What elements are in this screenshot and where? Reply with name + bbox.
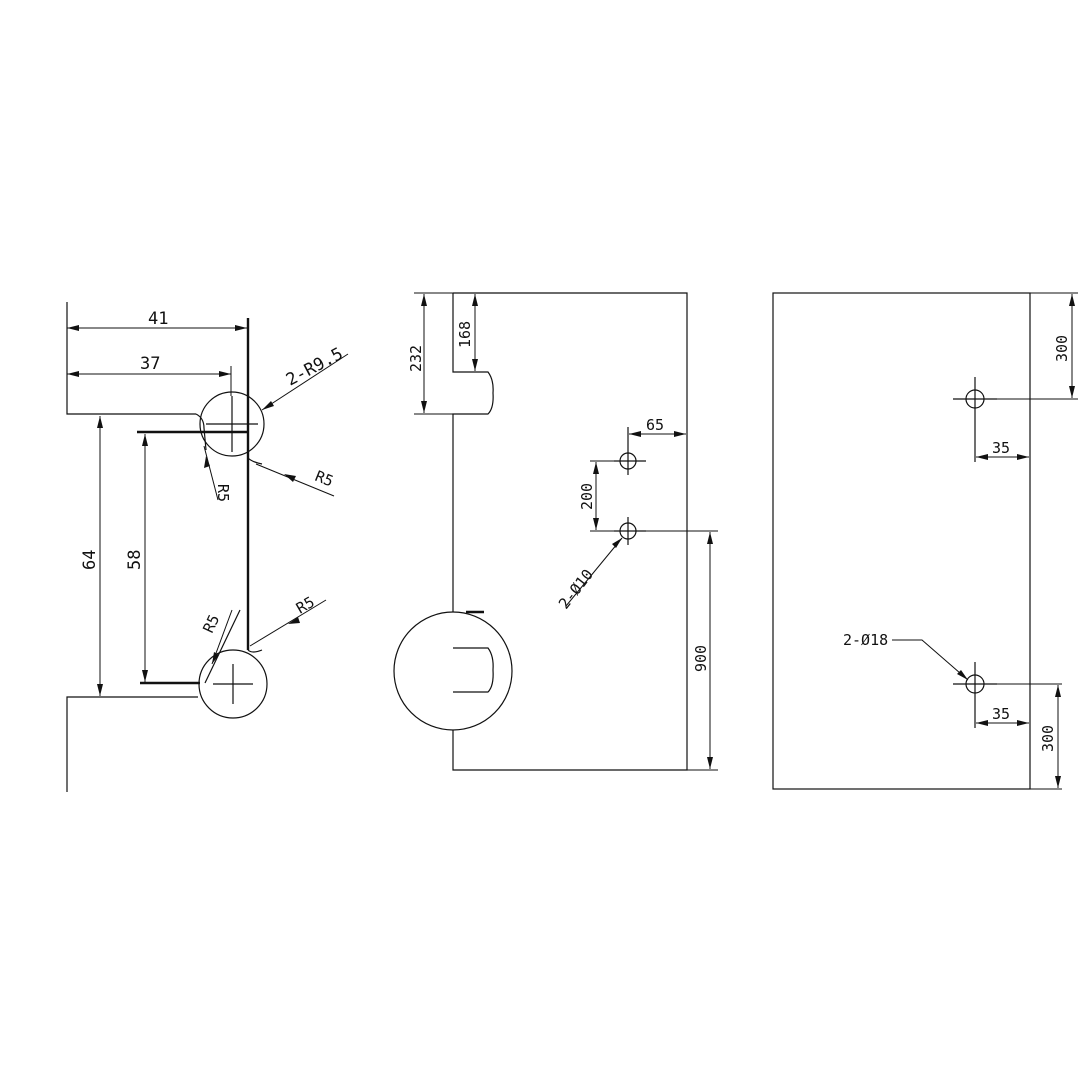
dim-width-inner: 37 (140, 354, 160, 374)
dim-hole-offset: 65 (646, 416, 664, 434)
radius-r5-b: R5 (313, 467, 336, 490)
radius-callout-top: 2-R9.5 (283, 344, 347, 390)
dim-slot-top: 168 (456, 321, 474, 348)
dim-hole-spacing: 200 (578, 483, 596, 510)
dim-bottom-offset: 35 (992, 705, 1010, 723)
fixed-hole-callout: 2-Ø18 (843, 631, 888, 649)
dim-bottom-hole: 300 (1039, 725, 1057, 752)
dim-slot-depth: 232 (407, 345, 425, 372)
hinge-circle-top (199, 391, 265, 457)
radius-r5-c: R5 (293, 593, 318, 618)
dim-top-hole: 300 (1053, 335, 1071, 362)
hinge-circle-bottom (198, 649, 268, 719)
dim-width-outer: 41 (148, 309, 168, 329)
dim-height-outer: 64 (80, 550, 100, 570)
door-hole-callout: 2-Ø10 (555, 566, 597, 613)
fixed-panel-view: 300 35 2-Ø18 35 300 (772, 292, 1078, 790)
dim-hole-to-bottom: 900 (692, 645, 710, 672)
radius-r5-d: R5 (199, 612, 223, 636)
fixed-panel-outline (772, 292, 1031, 790)
radius-r5-a: R5 (214, 484, 232, 502)
dim-height-inner: 58 (125, 550, 145, 570)
door-panel-view: 232 168 65 200 2-Ø10 900 (393, 292, 718, 771)
dim-top-offset: 35 (992, 439, 1010, 457)
profile-view: 41 37 64 58 2-R9.5 R5 R5 R5 (66, 302, 349, 792)
